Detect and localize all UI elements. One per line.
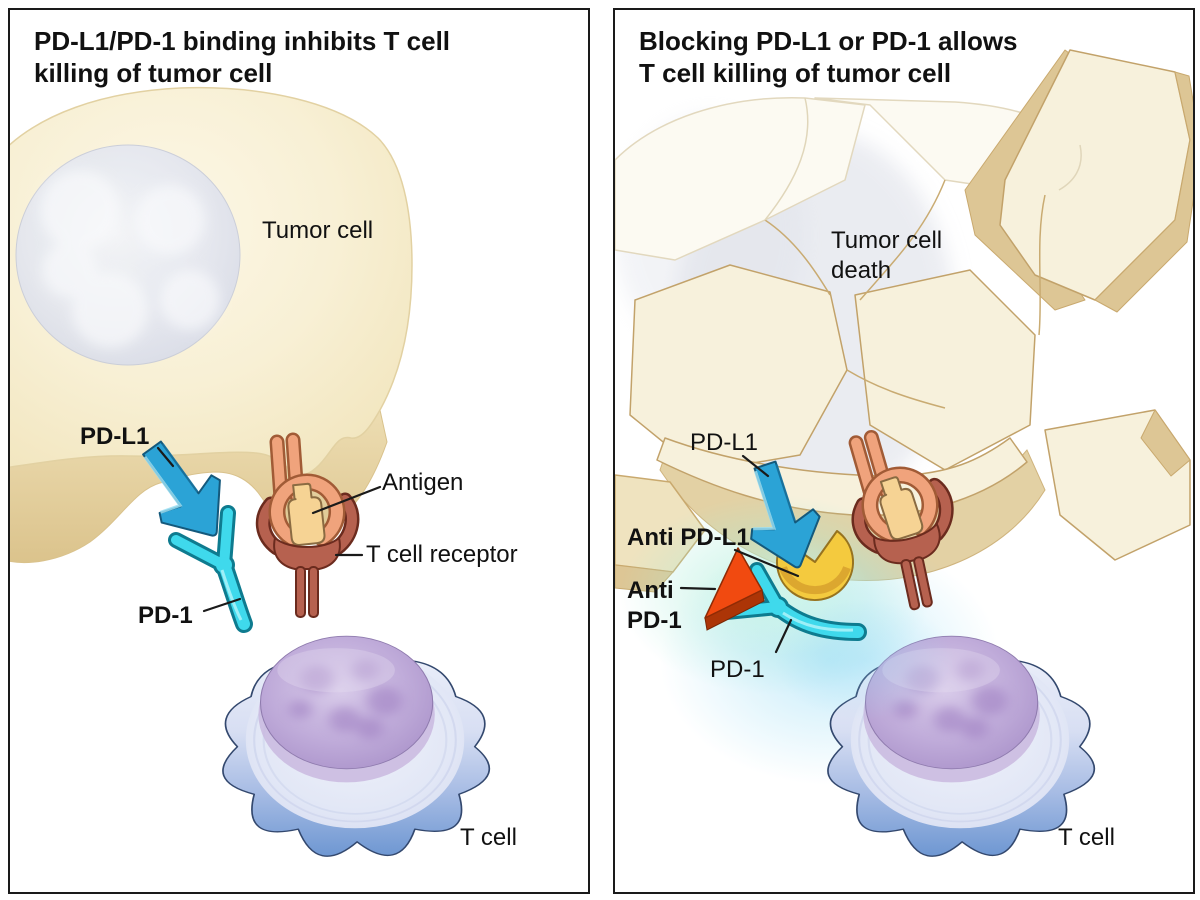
pd1-receptor: [168, 505, 253, 633]
panel-inhibited: PD-L1/PD-1 binding inhibits T cell killi…: [8, 8, 590, 894]
title-line: T cell killing of tumor cell: [639, 57, 952, 88]
tumor-shard-facet: [1094, 71, 1193, 313]
tumor-shard: [629, 264, 848, 473]
pointer-line-pd1: [774, 618, 793, 654]
label-pd1: PD-1: [138, 602, 193, 629]
label-t-cell: T cell: [460, 824, 517, 851]
label-anti-pdl1: Anti PD-L1: [627, 524, 750, 551]
label-pd1: PD-1: [710, 656, 765, 683]
pointer-line-pdl1: [741, 454, 770, 478]
t-cell: [223, 636, 489, 856]
pointer-line-anti-pd1: [679, 586, 717, 591]
anti-pd1-antibody: [704, 547, 765, 631]
panel-right-art: Tumor cell death PD-L1 Anti PD-L1 Anti P…: [615, 49, 1193, 892]
label-tumor-cell-death: Tumor cell: [831, 227, 942, 254]
tumor-shard: [854, 269, 1036, 471]
pointer-line-pd1: [202, 597, 242, 613]
label-tcr: T cell receptor: [366, 541, 518, 568]
label-t-cell: T cell: [1058, 824, 1115, 851]
panel-right-title: Blocking PD-L1 or PD-1 allows T cell kil…: [639, 26, 1018, 89]
pd1-receptor: [718, 562, 867, 641]
crack-lines-faint: [764, 97, 1082, 221]
tumor-cell-death: [615, 49, 1193, 593]
tumor-cell: [10, 86, 413, 564]
label-tumor-cell-death: death: [831, 257, 891, 284]
label-antigen: Antigen: [382, 469, 463, 496]
label-tumor-cell: Tumor cell: [262, 217, 373, 244]
pointer-line-pdl1: [156, 446, 175, 468]
label-pdl1: PD-L1: [690, 429, 758, 456]
label-anti-pd1: PD-1: [627, 607, 682, 634]
panel-left-art: Tumor cell PD-L1 Antigen T cell receptor…: [10, 86, 518, 892]
pointer-line-antigen: [311, 485, 382, 515]
crack-lines: [764, 179, 1046, 409]
panel-blocked: Blocking PD-L1 or PD-1 allows T cell kil…: [613, 8, 1195, 894]
panel-left-title: PD-L1/PD-1 binding inhibits T cell killi…: [34, 26, 450, 89]
pointer-line-anti-pdl1: [733, 548, 800, 578]
tumor-shard-facet: [1140, 409, 1191, 477]
title-line: Blocking PD-L1 or PD-1 allows: [639, 26, 1018, 56]
tumor-nucleus-texture: [40, 170, 220, 348]
title-line: PD-L1/PD-1 binding inhibits T cell: [34, 26, 451, 56]
tumor-shard: [615, 97, 866, 261]
label-anti-pd1: Anti: [627, 577, 674, 604]
anti-pdl1-antibody: [776, 530, 854, 601]
label-pdl1: PD-L1: [80, 423, 149, 450]
title-line: killing of tumor cell: [34, 57, 273, 88]
